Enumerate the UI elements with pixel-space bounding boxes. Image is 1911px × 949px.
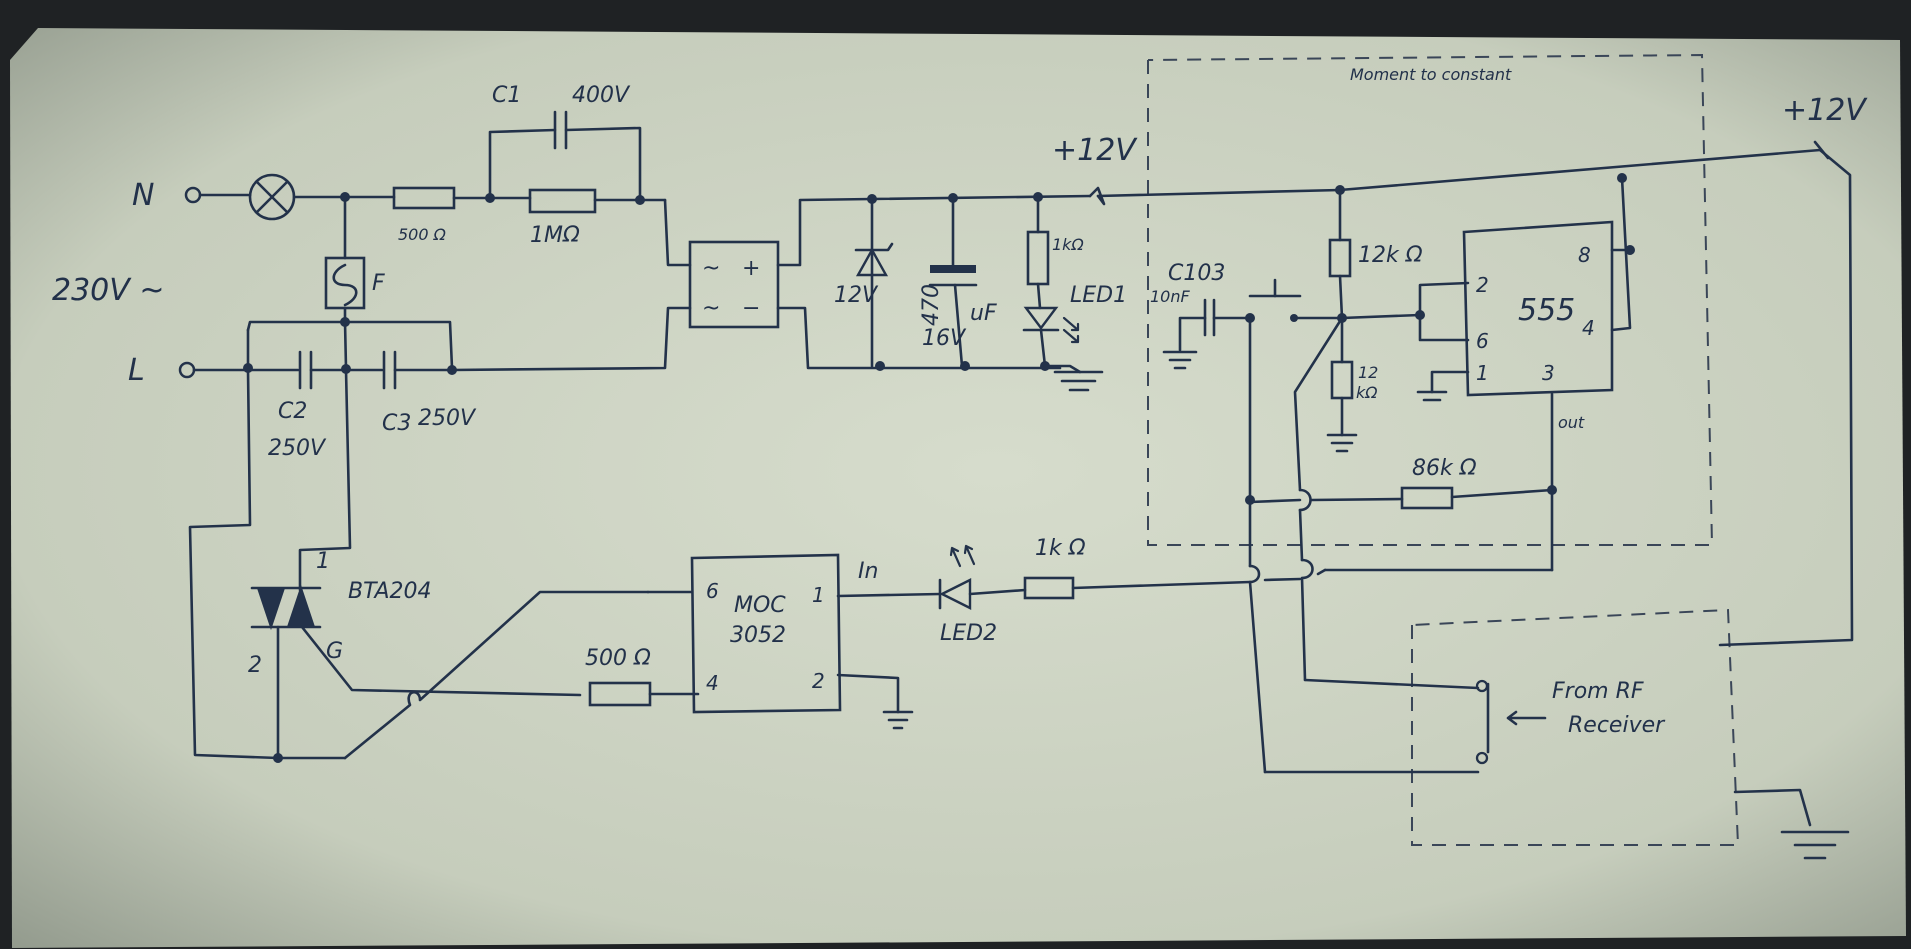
label-triac-2: 2 — [248, 653, 262, 678]
label-pin6: 6 — [1476, 329, 1489, 353]
label-moment-box: Moment to constant — [1350, 65, 1512, 84]
label-pin4: 4 — [1582, 316, 1595, 340]
label-plus12-top: +12V — [1052, 133, 1138, 168]
label-plus12-right: +12V — [1782, 93, 1868, 128]
label-moc-a: MOC — [734, 593, 786, 618]
ic-555 — [1462, 220, 1614, 397]
bridge-ac2: ~ — [702, 296, 720, 321]
label-pin1: 1 — [1476, 361, 1489, 385]
label-c103: C103 — [1168, 261, 1225, 286]
label-pin3: 3 — [1542, 361, 1555, 385]
label-cap470-rating: 16V — [922, 326, 967, 351]
label-rf-b: Receiver — [1568, 713, 1666, 738]
label-c3: C3 — [382, 411, 411, 436]
label-c2: C2 — [278, 399, 307, 424]
label-in: In — [858, 559, 878, 584]
label-r86k: 86k Ω — [1412, 456, 1477, 481]
label-pin8: 8 — [1578, 243, 1591, 267]
label-r12k-top: 12k Ω — [1358, 243, 1423, 268]
label-c2-rating: 250V — [268, 436, 327, 461]
label-c3-rating: 250V — [418, 406, 477, 431]
moment-to-constant-box — [1147, 53, 1714, 546]
paper — [10, 28, 1906, 948]
label-moc-pin1: 1 — [812, 583, 825, 607]
label-moc-pin2: 2 — [812, 669, 825, 693]
label-fuse: F — [372, 271, 385, 296]
labels: N L 230V ~ C1 400V 500 Ω 1MΩ F C2 250V C… — [52, 65, 1868, 738]
zener-diode — [855, 247, 889, 277]
label-triac-1: 1 — [316, 549, 330, 574]
bridge-plus: + — [742, 256, 760, 281]
label-moc-pin6: 6 — [706, 579, 719, 603]
triac-bta204 — [250, 584, 700, 763]
label-r12k-bottom-a: 12 — [1358, 363, 1378, 382]
label-out: out — [1558, 413, 1585, 432]
label-r500-top: 500 Ω — [398, 225, 447, 244]
label-led2: LED2 — [940, 621, 997, 646]
bridge-box — [688, 240, 780, 329]
bridge-ac1: ~ — [702, 256, 720, 281]
led1 — [1023, 306, 1059, 330]
timer-section — [1162, 148, 1854, 860]
label-led1: LED1 — [1070, 283, 1127, 308]
label-r1k-led2: 1k Ω — [1035, 536, 1086, 561]
label-triac-g: G — [326, 639, 343, 664]
label-moc-b: 3052 — [730, 623, 786, 648]
moc3052 — [690, 553, 842, 714]
label-r12k-bottom-b: kΩ — [1356, 383, 1378, 402]
label-rf-a: From RF — [1552, 679, 1644, 704]
label-moc-pin4: 4 — [706, 671, 719, 695]
bridge-minus: − — [742, 296, 760, 321]
label-cap470: 470 — [919, 284, 944, 326]
label-r500-gate: 500 Ω — [585, 646, 651, 671]
label-c1: C1 — [492, 83, 521, 108]
label-pin2: 2 — [1476, 273, 1489, 297]
label-230v: 230V ~ — [52, 273, 164, 308]
label-r1m: 1MΩ — [530, 223, 580, 248]
label-n: N — [132, 178, 154, 213]
optocoupler-section — [646, 544, 1327, 730]
label-555: 555 — [1518, 293, 1575, 328]
label-l: L — [128, 353, 145, 388]
label-c103-value: 10nF — [1150, 287, 1191, 306]
label-r1k-led1: 1kΩ — [1052, 235, 1084, 254]
label-cap470-unit: uF — [970, 301, 997, 326]
dc-supply — [854, 140, 1830, 392]
triac-triangle-a — [256, 587, 286, 631]
label-triac: BTA204 — [348, 579, 432, 604]
label-zener: 12V — [834, 283, 879, 308]
label-c1-rating: 400V — [572, 83, 631, 108]
mains-section — [178, 110, 692, 760]
cap-470-plate-pos — [930, 265, 976, 273]
bridge-rectifier: ~ + ~ − — [688, 194, 1092, 370]
